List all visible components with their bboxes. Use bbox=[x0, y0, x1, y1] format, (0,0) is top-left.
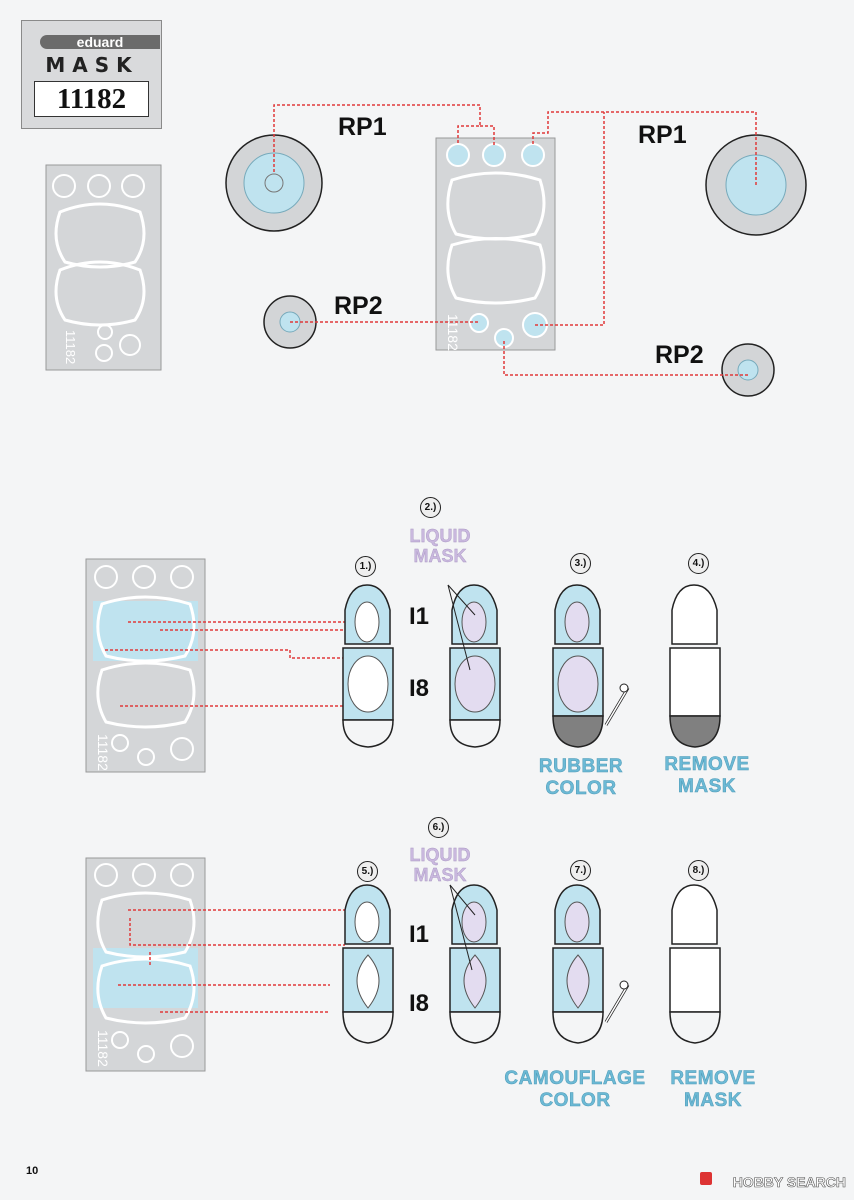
mask-code-i8-b: I8 bbox=[409, 990, 430, 1017]
step-6-badge: 6.) bbox=[428, 817, 449, 838]
mask-code-i1-b: I1 bbox=[409, 921, 430, 948]
step-3-badge: 3.) bbox=[570, 553, 591, 574]
label-rp2-left: RP2 bbox=[334, 292, 383, 320]
product-code: 11182 bbox=[34, 81, 149, 117]
liquid-mask-line2: MASK bbox=[413, 546, 467, 566]
wheel-profile-a2 bbox=[447, 584, 501, 748]
product-line: MASK bbox=[45, 53, 139, 77]
wheel-profile-a1 bbox=[342, 584, 394, 748]
watermark-text: HOBBY SEARCH bbox=[732, 1174, 846, 1191]
liquid-mask-line2: MASK bbox=[413, 865, 467, 885]
step-1-badge: 1.) bbox=[355, 556, 376, 577]
remove-label-line2: MASK bbox=[678, 776, 736, 798]
hobbysearch-logo-mark bbox=[700, 1172, 712, 1185]
sheet-code-top: 11182 bbox=[445, 314, 461, 351]
liquid-mask-label-b: LIQUID MASK bbox=[400, 845, 480, 885]
remove-label-line2: MASK bbox=[684, 1090, 742, 1112]
step-8-badge: 8.) bbox=[688, 860, 709, 881]
label-rp1-right: RP1 bbox=[638, 121, 687, 149]
mask-sheet-overview: 11182 bbox=[45, 164, 162, 371]
remove-mask-label-b: REMOVE MASK bbox=[658, 1068, 768, 1112]
mask-sheet-b: 11182 bbox=[85, 857, 206, 1072]
remove-mask-label-a: REMOVE MASK bbox=[652, 754, 762, 798]
mask-code-i8-a: I8 bbox=[409, 675, 430, 702]
step-2-badge: 2.) bbox=[420, 497, 441, 518]
wheel-profile-a4 bbox=[669, 584, 721, 748]
brand-name: eduard bbox=[40, 35, 160, 49]
sheet-code-small: 11182 bbox=[63, 330, 78, 364]
step-7-badge: 7.) bbox=[570, 860, 591, 881]
sheet-code-a: 11182 bbox=[95, 734, 111, 771]
wheel-profile-b6 bbox=[449, 884, 501, 1044]
step-4-badge: 4.) bbox=[688, 553, 709, 574]
leader-lines-a bbox=[105, 621, 380, 707]
leader-lines-top bbox=[273, 104, 757, 376]
wheel-profile-a3 bbox=[552, 584, 630, 748]
remove-label-line1: REMOVE bbox=[664, 754, 750, 776]
liquid-mask-line1: LIQUID bbox=[409, 526, 471, 546]
liquid-mask-line1: LIQUID bbox=[409, 845, 471, 865]
wheel-rp2-right bbox=[721, 343, 775, 397]
wheel-profile-b8 bbox=[669, 884, 721, 1044]
remove-label-line1: REMOVE bbox=[670, 1068, 756, 1090]
label-rp1-left: RP1 bbox=[338, 113, 387, 141]
camouflage-color-label: CAMOUFLAGE COLOR bbox=[494, 1068, 656, 1112]
label-rp2-right: RP2 bbox=[655, 341, 704, 369]
mask-sheet-a: 11182 bbox=[85, 558, 206, 773]
sheet-code-b: 11182 bbox=[95, 1030, 111, 1067]
mask-code-i1-a: I1 bbox=[409, 603, 430, 630]
color-label-line1: CAMOUFLAGE bbox=[504, 1068, 646, 1090]
mask-sheet-top: 11182 bbox=[435, 137, 556, 351]
step-5-badge: 5.) bbox=[357, 861, 378, 882]
rubber-color-label: RUBBER COLOR bbox=[526, 756, 636, 800]
wheel-rp1-left bbox=[225, 134, 323, 232]
color-label-line2: COLOR bbox=[545, 778, 617, 800]
color-label-line2: COLOR bbox=[539, 1090, 611, 1112]
wheel-profile-b5 bbox=[342, 884, 394, 1044]
liquid-mask-label-a: LIQUID MASK bbox=[400, 526, 480, 566]
eduard-mask-logo: eduard MASK 11182 bbox=[21, 20, 162, 129]
wheel-profile-b7 bbox=[552, 884, 630, 1044]
color-label-line1: RUBBER bbox=[538, 756, 624, 778]
leader-lines-b bbox=[118, 909, 345, 1013]
page-number: 10 bbox=[26, 1165, 39, 1177]
